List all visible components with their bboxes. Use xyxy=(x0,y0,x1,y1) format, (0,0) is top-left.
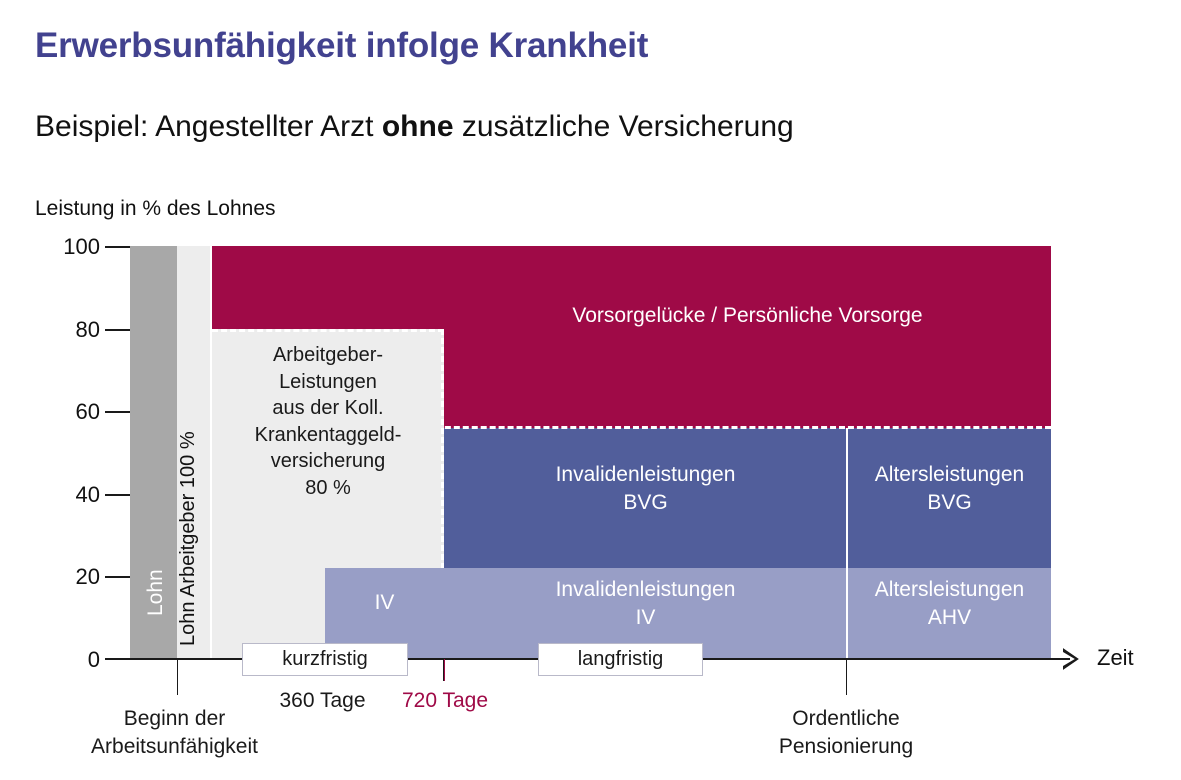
label-lohn: Lohn xyxy=(144,569,167,616)
annotation-360-tage: 360 Tage xyxy=(279,689,366,712)
label-ahv-retirement: Altersleistungen AHV xyxy=(848,576,1051,632)
y-tick-label-60: 60 xyxy=(75,399,100,424)
label-ahv-retirement-line-2: AHV xyxy=(927,605,972,629)
y-tick-label-80: 80 xyxy=(75,317,100,342)
label-employer-line-5: versicherung xyxy=(270,450,386,473)
label-bvg-retirement: Altersleistungen BVG xyxy=(848,461,1051,517)
annotation-pension-line-1: Ordentliche xyxy=(792,707,900,730)
segment-gap-spacer xyxy=(210,246,212,659)
subtitle-emphasis: ohne xyxy=(381,110,454,143)
tick-360-tage xyxy=(443,659,444,681)
segment-bvg-disability xyxy=(444,427,847,569)
page-subtitle: Beispiel: Angestellter Arzt ohne zusätzl… xyxy=(35,110,794,144)
segment-salary-employer xyxy=(177,246,210,659)
x-axis-title: Zeit xyxy=(1097,645,1134,670)
label-vorsorgeluecke: Vorsorgelücke / Persönliche Vorsorge xyxy=(572,304,923,327)
y-tick-label-100: 100 xyxy=(63,234,100,259)
label-lohn-arbeitgeber: Lohn Arbeitgeber 100 % xyxy=(177,431,199,646)
annotation-pension-line-2: Pensionierung xyxy=(778,735,914,759)
label-bvg-disability: Invalidenleistungen BVG xyxy=(444,461,847,517)
tick-720-tage xyxy=(444,659,445,681)
subtitle-text-2: zusätzliche Versicherung xyxy=(453,110,794,143)
label-bvg-disability-line-1: Invalidenleistungen xyxy=(555,463,736,486)
y-tick-label-40: 40 xyxy=(75,482,100,507)
annotation-beginn-line-2: Arbeitsunfähigkeit xyxy=(91,735,258,759)
annotation-beginn-line-1: Beginn der xyxy=(123,707,226,730)
y-tick-label-0: 0 xyxy=(87,647,100,672)
segment-salary xyxy=(130,246,177,659)
label-bvg-disability-line-2: BVG xyxy=(623,490,668,514)
label-bvg-retirement-line-2: BVG xyxy=(927,490,972,514)
dashed-line-56pct xyxy=(212,426,1051,430)
label-iv-disability: Invalidenleistungen IV xyxy=(444,576,847,632)
y-tick-line-100 xyxy=(105,246,131,248)
divider-pensionierung xyxy=(846,427,848,659)
y-tick-label-20: 20 xyxy=(75,564,100,589)
annotation-beginn-arbeitsunfaehigkeit: Beginn der Arbeitsunfähigkeit xyxy=(67,705,282,762)
tick-beginn-arbeitsunfaehigkeit xyxy=(177,659,178,695)
annotation-pensionierung: Ordentliche Pensionierung xyxy=(736,705,956,762)
annotation-720-tage: 720 Tage xyxy=(401,689,489,712)
y-axis-title: Leistung in % des Lohnes xyxy=(35,197,276,220)
label-employer-line-1: Arbeitgeber- xyxy=(272,344,384,366)
label-bvg-retirement-line-1: Altersleistungen xyxy=(874,463,1025,486)
label-employer-line-2: Leistungen xyxy=(279,370,377,393)
y-tick-line-80 xyxy=(105,329,131,331)
label-iv-short: IV xyxy=(374,591,395,614)
page-title: Erwerbsunfähigkeit infolge Krankheit xyxy=(35,26,649,65)
segment-ahv-retirement xyxy=(847,568,1051,659)
y-tick-line-20 xyxy=(105,576,131,578)
label-ahv-retirement-line-1: Altersleistungen xyxy=(874,578,1025,601)
label-employer-benefit: Arbeitgeber- Leistungen aus der Koll. Kr… xyxy=(214,342,442,502)
label-employer-line-3: aus der Koll. xyxy=(272,397,384,420)
tick-ordentliche-pensionierung xyxy=(846,659,847,695)
label-employer-line-6: 80 % xyxy=(305,476,351,499)
badge-langfristig[interactable]: langfristig xyxy=(538,643,703,676)
y-tick-line-40 xyxy=(105,494,131,496)
badge-kurzfristig[interactable]: kurzfristig xyxy=(242,643,408,676)
label-iv-disability-line-1: Invalidenleistungen xyxy=(555,578,736,601)
subtitle-text-1: Beispiel: Angestellter Arzt xyxy=(35,110,382,143)
label-employer-line-4: Krankentaggeld- xyxy=(254,423,402,446)
plot-area: Lohn Lohn Arbeitgeber 100 % Vorsorgelück… xyxy=(130,246,1051,659)
y-tick-line-60 xyxy=(105,411,131,413)
segment-bvg-retirement xyxy=(847,427,1051,569)
label-iv-disability-line-2: IV xyxy=(635,605,656,629)
